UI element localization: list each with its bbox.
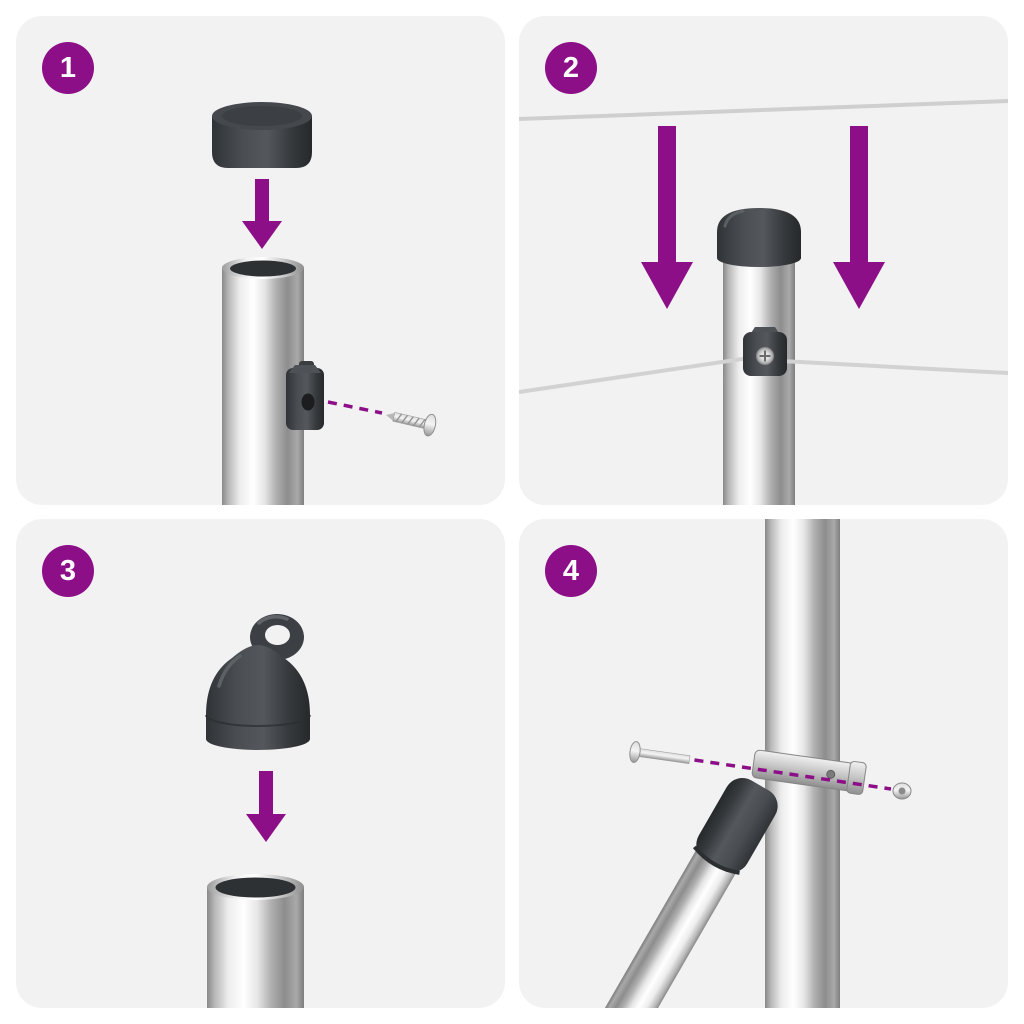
post-cap [212,102,312,168]
arrow-down-icon [641,126,693,309]
step-number-badge: 2 [545,42,597,94]
step-number: 2 [562,51,580,84]
step-panel-3: 3 [16,519,505,1008]
brace-connector [692,778,778,875]
lower-wire-right [780,359,1008,375]
arrow-down-icon [833,126,885,309]
bolt [629,741,691,764]
post-cap [717,208,801,267]
eyelet-cap [205,614,311,750]
step-4-illustration [596,519,912,1008]
step-panel-1: 1 [16,16,505,505]
brace-post [596,778,778,1008]
step-3-illustration [205,614,311,1008]
lower-wire-left [519,356,750,394]
step-number: 4 [562,554,580,587]
arrow-down-icon [246,771,286,842]
wire-clip [743,327,787,376]
clamp-screw [826,769,836,779]
step-number-badge: 3 [42,545,94,597]
step-1-illustration [212,102,437,505]
upper-wire [519,99,1008,121]
nut [892,782,912,800]
step-panel-4: 4 [519,519,1008,1008]
step-2-illustration [519,99,1008,505]
arrow-down-icon [242,179,282,249]
step-number: 3 [59,554,77,587]
metal-post [207,874,304,1008]
step-number: 1 [59,51,77,84]
step-number-badge: 1 [42,42,94,94]
metal-post [723,254,795,505]
step-panel-2: 2 [519,16,1008,505]
screw [386,412,437,437]
wire-clip [286,361,324,430]
step-number-badge: 4 [545,545,597,597]
pole-clamp [751,749,867,795]
screw-guide-line [327,400,383,415]
